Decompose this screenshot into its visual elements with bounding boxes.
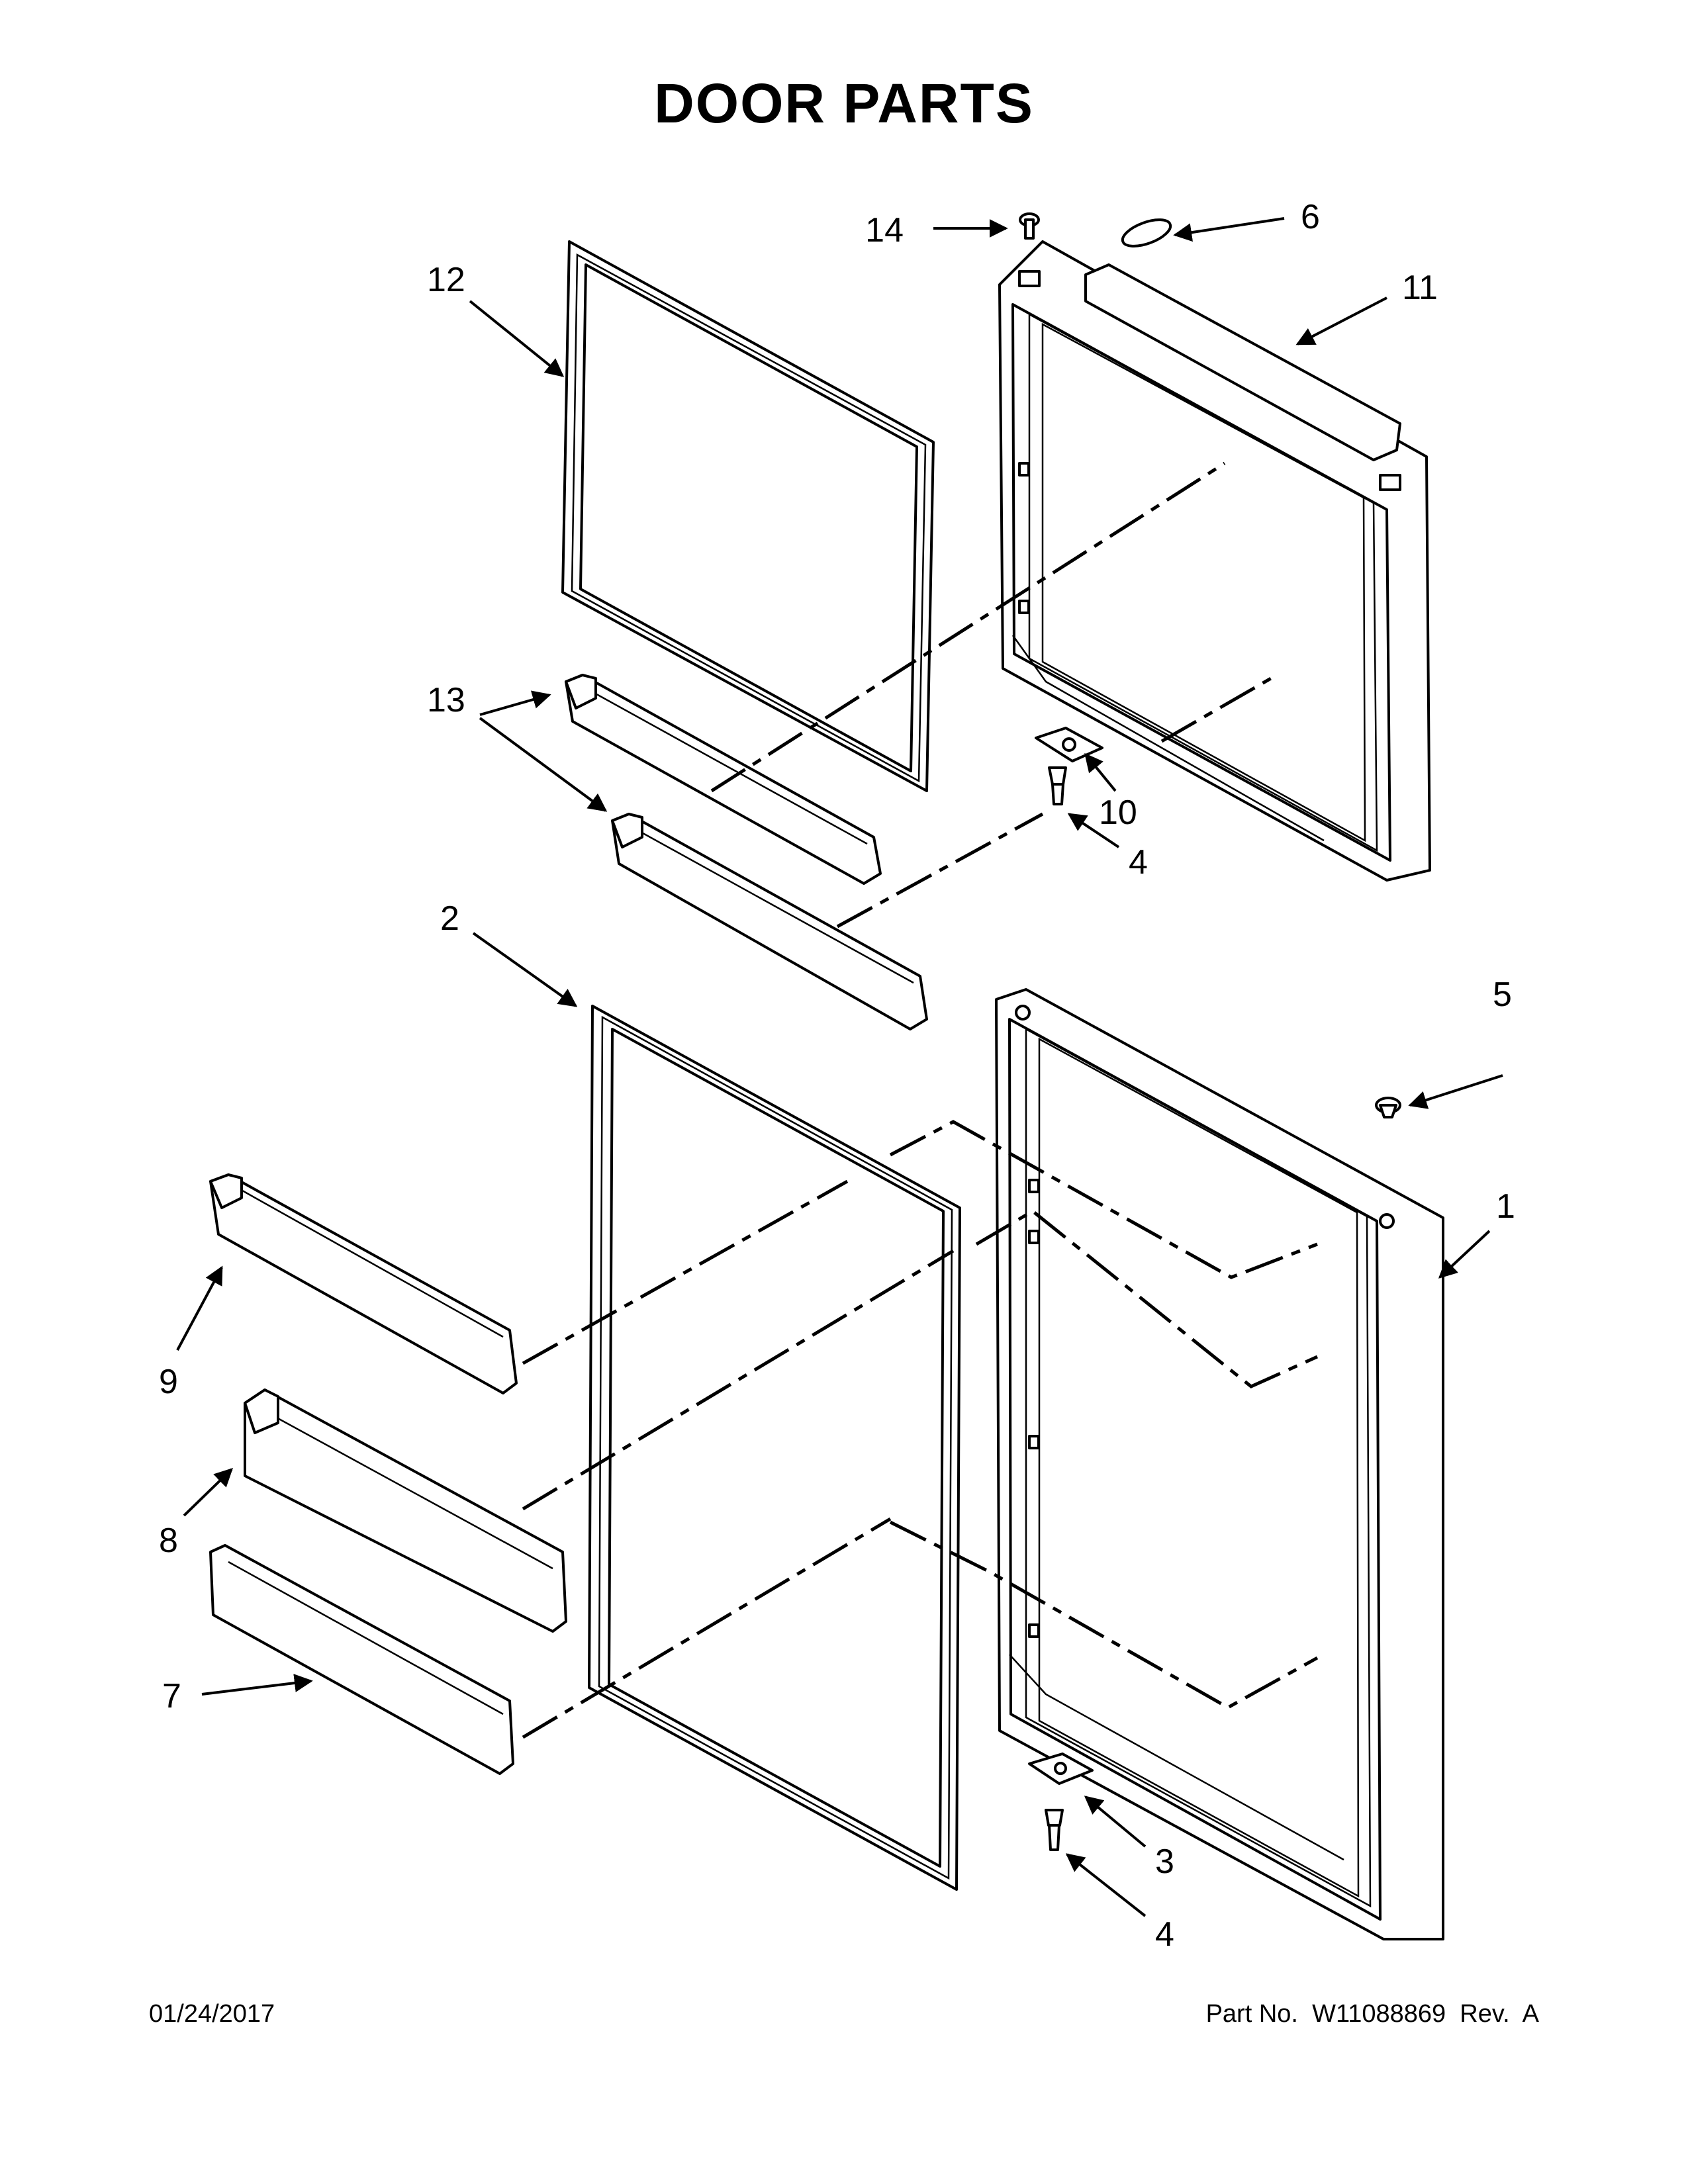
hinge-screw-upper — [1048, 766, 1067, 805]
bottom-hinge — [1028, 1752, 1094, 1785]
upper-door-bin-a — [565, 674, 882, 885]
lower-door — [995, 988, 1444, 1940]
deep-door-bin-8 — [244, 1388, 567, 1633]
lower-door-gasket — [588, 1005, 961, 1891]
middle-hinge — [1035, 727, 1103, 762]
callout-12: 12 — [427, 261, 465, 299]
footer-part-number: Part No. W11088869 Rev. A — [1206, 2000, 1540, 2028]
callout-6: 6 — [1301, 198, 1320, 236]
callout-9: 9 — [159, 1363, 178, 1401]
callout-2: 2 — [440, 899, 459, 938]
lower-door-bin-9 — [209, 1173, 518, 1394]
callout-11: 11 — [1402, 269, 1438, 307]
page-title: DOOR PARTS — [654, 72, 1034, 134]
hinge-screw-lower — [1045, 1809, 1064, 1851]
callout-4-lower: 4 — [1155, 1915, 1174, 1954]
callout-1: 1 — [1496, 1187, 1515, 1226]
upper-door — [998, 240, 1431, 882]
upper-door-gasket — [561, 240, 935, 792]
callout-7: 7 — [162, 1677, 181, 1715]
alignment-lines — [522, 461, 1319, 1739]
washer — [1121, 218, 1172, 248]
callout-4-upper: 4 — [1129, 843, 1148, 882]
callout-13: 13 — [427, 681, 465, 719]
callout-8: 8 — [159, 1522, 178, 1560]
door-stop-pin — [1019, 212, 1040, 240]
door-plug — [1375, 1097, 1401, 1118]
bottom-door-bin-7 — [209, 1544, 514, 1775]
callout-10: 10 — [1099, 794, 1137, 832]
upper-door-bin-b — [611, 813, 928, 1030]
callout-labels: 14 6 11 12 13 10 4 2 5 1 9 8 7 3 4 — [159, 198, 1515, 1954]
callout-3: 3 — [1155, 1843, 1174, 1881]
leader-arrows — [176, 217, 1503, 1917]
callout-14: 14 — [865, 211, 904, 250]
callout-5: 5 — [1493, 976, 1512, 1014]
footer-date: 01/24/2017 — [149, 2000, 275, 2028]
